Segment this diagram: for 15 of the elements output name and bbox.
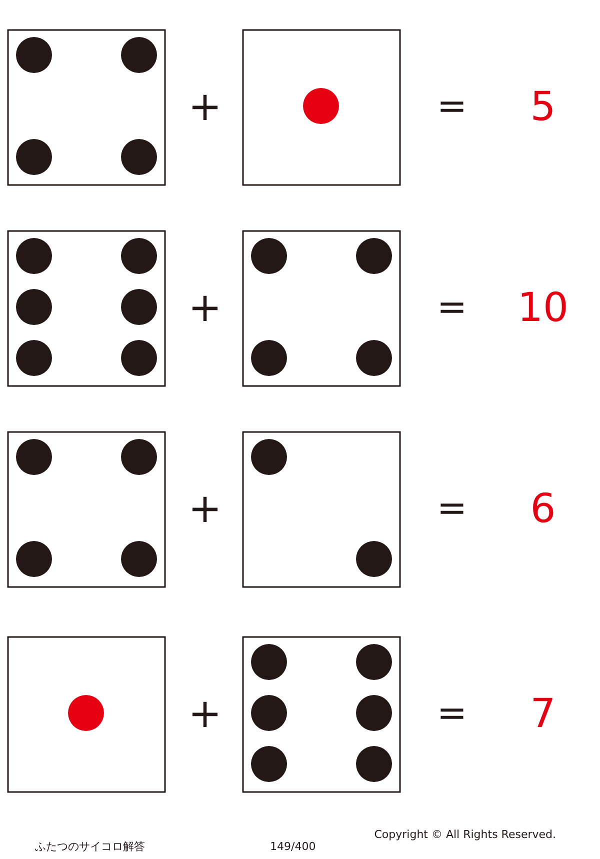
plus-sign: + <box>187 694 223 734</box>
plus-sign: + <box>187 288 223 328</box>
equals-sign: = <box>436 89 468 125</box>
plus-sign: + <box>187 489 223 529</box>
equals-sign: = <box>436 696 468 732</box>
equals-sign: = <box>436 290 468 326</box>
plus-sign: + <box>187 87 223 127</box>
equals-sign: = <box>436 491 468 527</box>
footer-title: ふたつのサイコロ解答 <box>35 841 145 852</box>
answer-number: 7 <box>529 694 557 734</box>
answer-number: 6 <box>529 489 557 529</box>
answer-number: 5 <box>529 87 557 127</box>
copyright-notice: Copyright © All Rights Reserved. <box>374 829 556 840</box>
page-number: 149/400 <box>270 841 316 852</box>
answer-number: 10 <box>516 288 570 328</box>
